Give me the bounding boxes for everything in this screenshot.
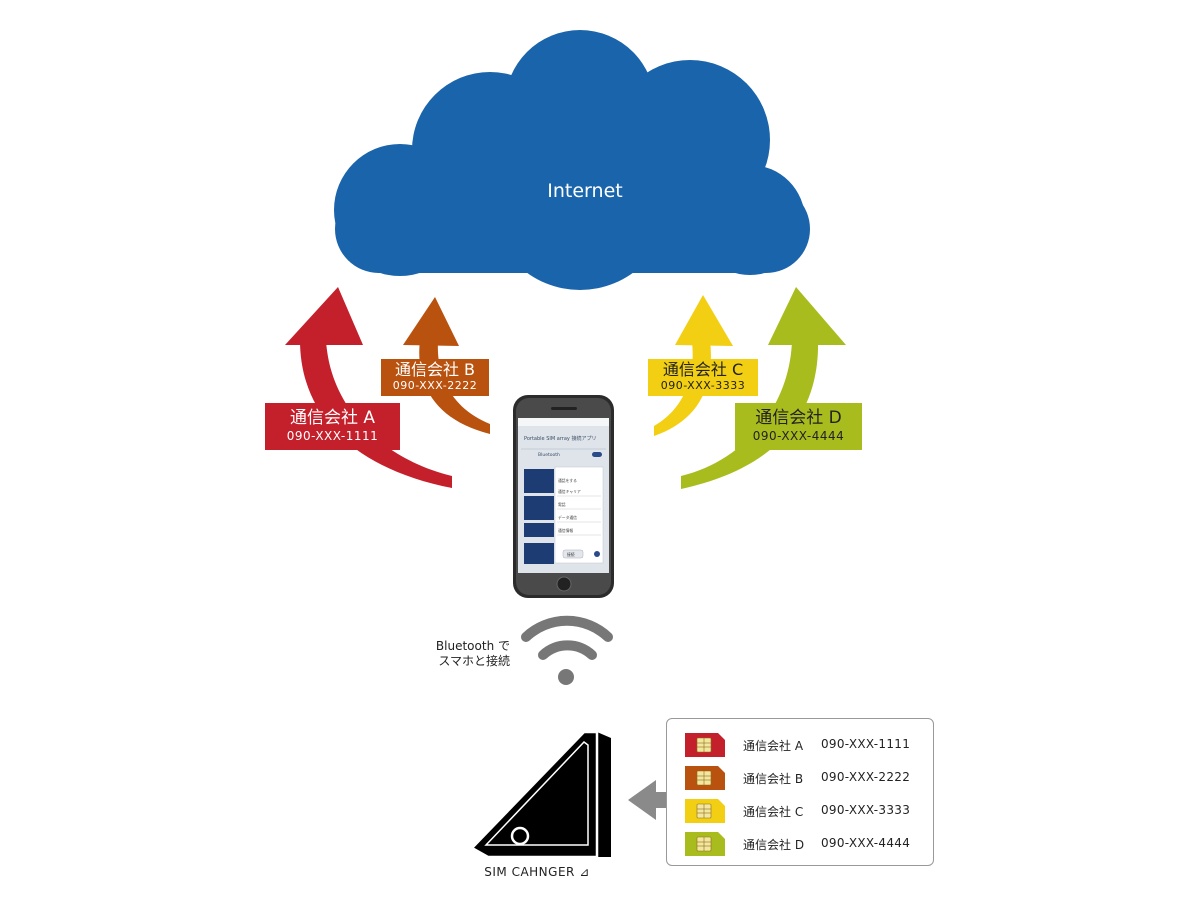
carrier-number: 090-XXX-3333 <box>660 379 746 392</box>
sim-list-item: 通信会社 B 090-XXX-2222 <box>685 766 925 790</box>
sim-carrier-name: 通信会社 D <box>743 838 805 852</box>
sim-carrier-name: 通信会社 A <box>743 739 804 753</box>
sim-changer-device <box>469 730 611 859</box>
sim-card-icon <box>685 733 725 757</box>
phone-menu-item: データ通信 <box>558 515 577 520</box>
sim-phone-number: 090-XXX-1111 <box>821 737 911 751</box>
phone-app-title: Portable SIM array 接続アプリ <box>524 435 596 442</box>
sim-list-item: 通信会社 C 090-XXX-3333 <box>685 799 925 823</box>
sim-phone-number: 090-XXX-3333 <box>821 803 911 817</box>
insert-arrow <box>628 780 666 820</box>
carrier-name: 通信会社 B <box>394 360 476 379</box>
bluetooth-caption-line: Bluetooth で <box>435 639 510 653</box>
sim-phone-number: 090-XXX-2222 <box>821 770 911 784</box>
carrier-name: 通信会社 A <box>289 408 376 428</box>
bluetooth-caption-line: スマホと接続 <box>438 654 510 668</box>
phone-bluetooth-label: Bluetooth <box>538 452 560 458</box>
sim-phone-number: 090-XXX-4444 <box>821 836 911 850</box>
phone-menu-item: 通信キャリア <box>558 489 581 494</box>
carrier-label-a: 通信会社 A 090-XXX-1111 <box>265 403 400 450</box>
carrier-number: 090-XXX-2222 <box>392 379 478 392</box>
phone-menu-item: 通信情報 <box>558 528 573 533</box>
sim-card-icon <box>685 766 725 790</box>
carrier-number: 090-XXX-4444 <box>752 429 845 443</box>
wireless-signal-icon <box>521 615 613 685</box>
smartphone: Portable SIM array 接続アプリ Bluetooth 通話をする… <box>513 395 614 598</box>
sim-changer-label: SIM CAHNGER ⊿ <box>484 865 590 879</box>
cloud-label: Internet <box>547 180 623 202</box>
cloud-shape <box>334 30 810 290</box>
carrier-label-d: 通信会社 D 090-XXX-4444 <box>735 403 862 450</box>
phone-menu-item: 電話 <box>558 502 566 507</box>
sim-list-item: 通信会社 D 090-XXX-4444 <box>685 832 925 856</box>
carrier-label-b: 通信会社 B 090-XXX-2222 <box>381 359 489 396</box>
carrier-name: 通信会社 C <box>662 360 744 379</box>
sim-carrier-name: 通信会社 C <box>743 805 804 819</box>
sim-card-list: 通信会社 A 090-XXX-1111 通信会社 B 090-XXX-2222 … <box>666 718 934 866</box>
phone-connect-button: 接続 <box>567 552 575 557</box>
carrier-name: 通信会社 D <box>755 408 842 428</box>
sim-list-item: 通信会社 A 090-XXX-1111 <box>685 733 925 757</box>
sim-carrier-name: 通信会社 B <box>743 772 804 786</box>
carrier-number: 090-XXX-1111 <box>286 429 379 443</box>
sim-card-icon <box>685 799 725 823</box>
carrier-label-c: 通信会社 C 090-XXX-3333 <box>648 359 758 396</box>
sim-card-icon <box>685 832 725 856</box>
phone-menu-item: 通話をする <box>558 478 577 483</box>
bluetooth-caption: Bluetooth で スマホと接続 <box>400 639 510 669</box>
